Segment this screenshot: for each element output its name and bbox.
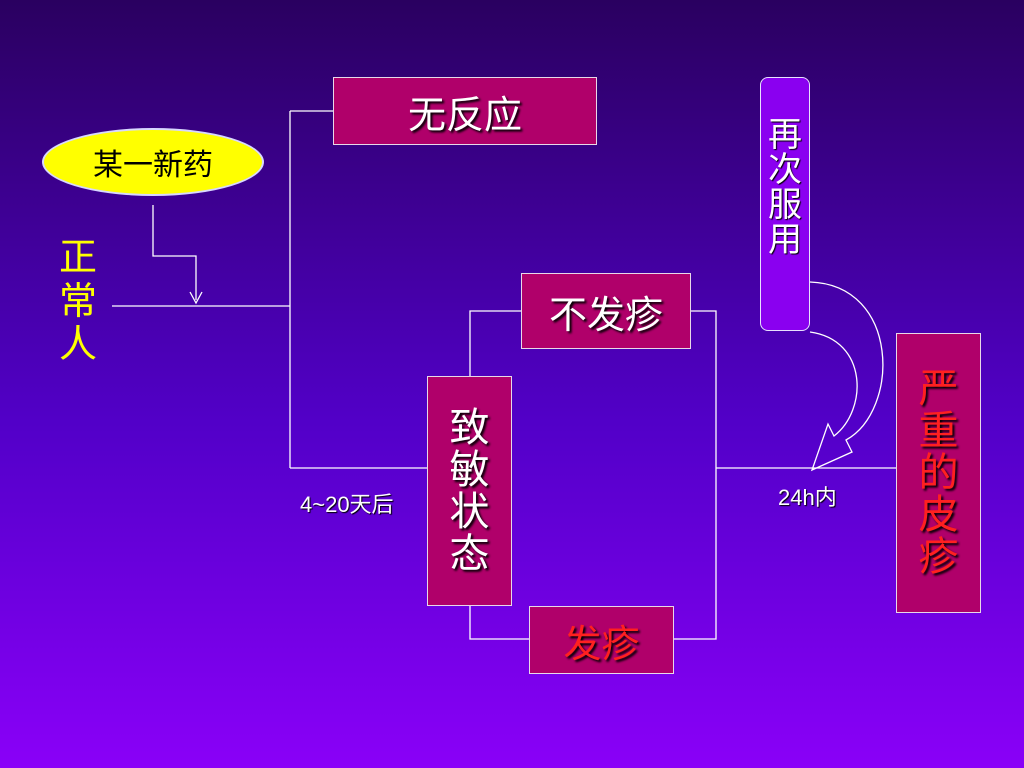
to-no-rash	[469, 310, 521, 376]
time-label-24h: 24h内	[778, 485, 837, 510]
no-reaction-box: 无反应	[333, 77, 597, 145]
no-reaction-label: 无反应	[407, 92, 522, 137]
curved-arrow	[809, 281, 884, 472]
to-rash	[469, 606, 529, 640]
drug-arrow-line	[152, 205, 197, 300]
rash-label: 发疹	[563, 621, 640, 666]
drug-arrow-head	[189, 291, 203, 305]
new-drug-label: 某一新药	[93, 148, 213, 183]
no-rash-box: 不发疹	[521, 273, 691, 349]
sensitized-box: 致 敏 状 态	[427, 376, 512, 606]
time-label-4-20-days: 4~20天后	[300, 492, 394, 517]
no-rash-right	[674, 310, 717, 640]
severe-rash-box: 严 重 的 皮 疹	[896, 333, 981, 613]
no-rash-label: 不发疹	[548, 292, 663, 337]
normal-person-label: 正 常 人	[58, 235, 97, 367]
again-taken-box: 再 次 服 用	[760, 77, 810, 331]
new-drug-oval: 某一新药	[42, 128, 264, 196]
rash-box: 发疹	[529, 606, 674, 674]
